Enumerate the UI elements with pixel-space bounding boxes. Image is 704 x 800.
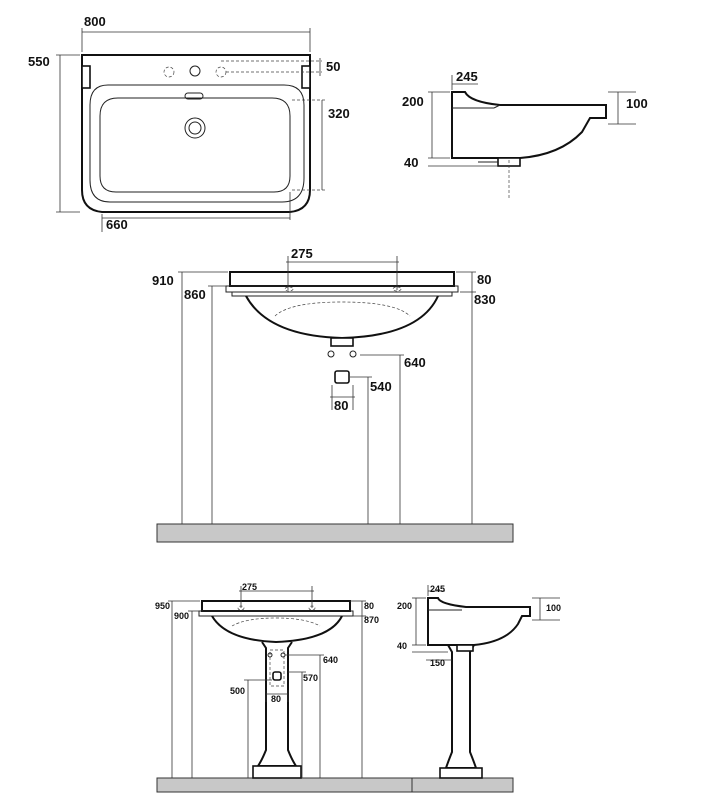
ped-dim-tap-spacing: 275	[242, 582, 257, 592]
tap-hole-icon	[215, 66, 227, 78]
side-dim-drain: 40	[404, 155, 418, 170]
wall-dim-drain-width: 80	[334, 398, 348, 413]
wall-dim-top-front: 80	[477, 272, 491, 287]
ped-dim-rim-height: 900	[174, 611, 189, 621]
top-view: 800 550 50 320 660	[28, 14, 350, 232]
ped-dim-top-front: 80	[364, 601, 374, 611]
dim-width: 800	[84, 14, 106, 29]
wall-dim-rim-height: 860	[184, 287, 206, 302]
ped-side-dim-drain: 40	[397, 641, 407, 651]
ped-dim-pedestal-width: 80	[271, 694, 281, 704]
ped-dim-front-height: 870	[364, 615, 379, 625]
ped-side-dim-pedestal: 150	[430, 658, 445, 668]
floor	[411, 777, 514, 793]
ped-dim-total-height: 950	[155, 601, 170, 611]
drain-icon	[184, 117, 206, 139]
side-dim-rim: 245	[456, 69, 478, 84]
valve-icon	[349, 350, 357, 358]
wall-dim-total-height: 910	[152, 273, 174, 288]
side-dim-front: 100	[626, 96, 648, 111]
drain-outlet-icon	[334, 370, 350, 384]
wall-dim-tap-spacing: 275	[291, 246, 313, 261]
dim-depth: 550	[28, 54, 50, 69]
dim-bowl-width: 660	[106, 217, 128, 232]
ped-side-dim-rim: 245	[430, 584, 445, 594]
ped-dim-pedestal-height: 570	[303, 673, 318, 683]
wall-dim-outlet-height: 640	[404, 355, 426, 370]
wall-dim-drain-height: 540	[370, 379, 392, 394]
side-view: 245 200 40 100	[402, 69, 648, 200]
ped-side-dim-front: 100	[546, 603, 561, 613]
pedestal-side-view: 245 200 40 150 100	[397, 584, 561, 793]
valve-icon	[327, 350, 335, 358]
tap-hole-icon	[163, 66, 175, 78]
side-dim-height: 200	[402, 94, 424, 109]
dim-tap-offset: 50	[326, 59, 340, 74]
ped-dim-outlet-height: 640	[323, 655, 338, 665]
dim-bowl-depth: 320	[328, 106, 350, 121]
wall-dim-front-height: 830	[474, 292, 496, 307]
pedestal-front-view: 275 950 900 80 870 640 570 500 80	[155, 582, 514, 793]
ped-dim-drain-height: 500	[230, 686, 245, 696]
ped-side-dim-height: 200	[397, 601, 412, 611]
floor	[156, 523, 514, 543]
tap-hole-icon	[189, 65, 201, 77]
wall-hung-front-view: 275 910 860 80 830 640 540 80	[152, 246, 514, 543]
